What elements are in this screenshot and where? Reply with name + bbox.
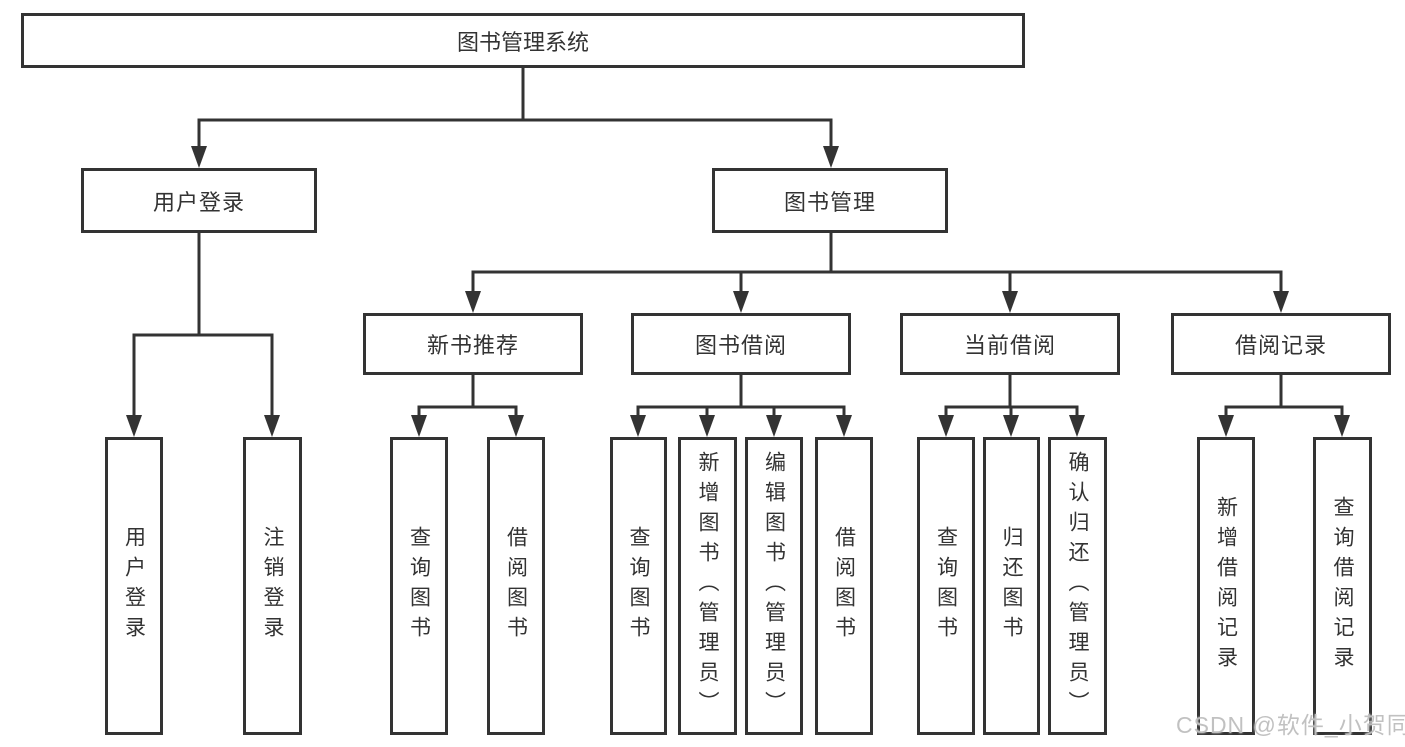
node-user-login: 用户登录	[81, 168, 317, 233]
leaf-borrow-add-admin-label: 新增图书（管理员）	[696, 451, 719, 721]
leaf-borrow-edit-admin-label: 编辑图书（管理员）	[762, 451, 786, 721]
leaf-logout: 注销登录	[243, 437, 302, 735]
node-new-book-recommend: 新书推荐	[363, 313, 583, 375]
leaf-current-return: 归还图书	[983, 437, 1040, 735]
node-new-book-recommend-label: 新书推荐	[426, 333, 519, 358]
node-current-borrow-label: 当前借阅	[963, 333, 1056, 358]
leaf-current-query-label: 查询图书	[934, 526, 958, 646]
leaf-borrow-edit-admin: 编辑图书（管理员）	[745, 437, 803, 735]
leaf-newbook-query-label: 查询图书	[407, 526, 431, 646]
leaf-borrow-add-admin: 新增图书（管理员）	[678, 437, 737, 735]
node-library-system-label: 图书管理系统	[456, 29, 589, 55]
leaf-newbook-borrow: 借阅图书	[487, 437, 545, 735]
leaf-current-confirm-admin-label: 确认归还（管理员）	[1066, 451, 1089, 721]
leaf-borrow-book-label: 借阅图书	[832, 526, 856, 646]
leaf-current-return-label: 归还图书	[1000, 526, 1023, 646]
csdn-watermark: CSDN @软件_小贺同学	[1176, 712, 1405, 738]
leaf-borrow-query-label: 查询图书	[627, 526, 650, 646]
leaf-borrow-book: 借阅图书	[815, 437, 873, 735]
leaf-logout-label: 注销登录	[261, 526, 284, 646]
node-book-management-label: 图书管理	[783, 189, 876, 215]
leaf-user-login-label: 用户登录	[122, 526, 146, 646]
node-borrow-record-label: 借阅记录	[1234, 333, 1327, 358]
node-book-borrow: 图书借阅	[631, 313, 851, 375]
leaf-newbook-query: 查询图书	[390, 437, 448, 735]
node-borrow-record: 借阅记录	[1171, 313, 1391, 375]
node-library-system: 图书管理系统	[21, 13, 1025, 68]
leaf-record-add-label: 新增借阅记录	[1214, 496, 1238, 676]
leaf-user-login: 用户登录	[105, 437, 163, 735]
node-book-borrow-label: 图书借阅	[694, 333, 787, 358]
node-book-management: 图书管理	[712, 168, 948, 233]
leaf-newbook-borrow-label: 借阅图书	[504, 526, 528, 646]
leaf-record-add: 新增借阅记录	[1197, 437, 1255, 735]
node-current-borrow: 当前借阅	[900, 313, 1120, 375]
leaf-record-query: 查询借阅记录	[1313, 437, 1372, 735]
node-user-login-label: 用户登录	[152, 189, 245, 215]
leaf-borrow-query: 查询图书	[610, 437, 667, 735]
leaf-current-confirm-admin: 确认归还（管理员）	[1048, 437, 1107, 735]
leaf-record-query-label: 查询借阅记录	[1331, 496, 1354, 676]
leaf-current-query: 查询图书	[917, 437, 975, 735]
